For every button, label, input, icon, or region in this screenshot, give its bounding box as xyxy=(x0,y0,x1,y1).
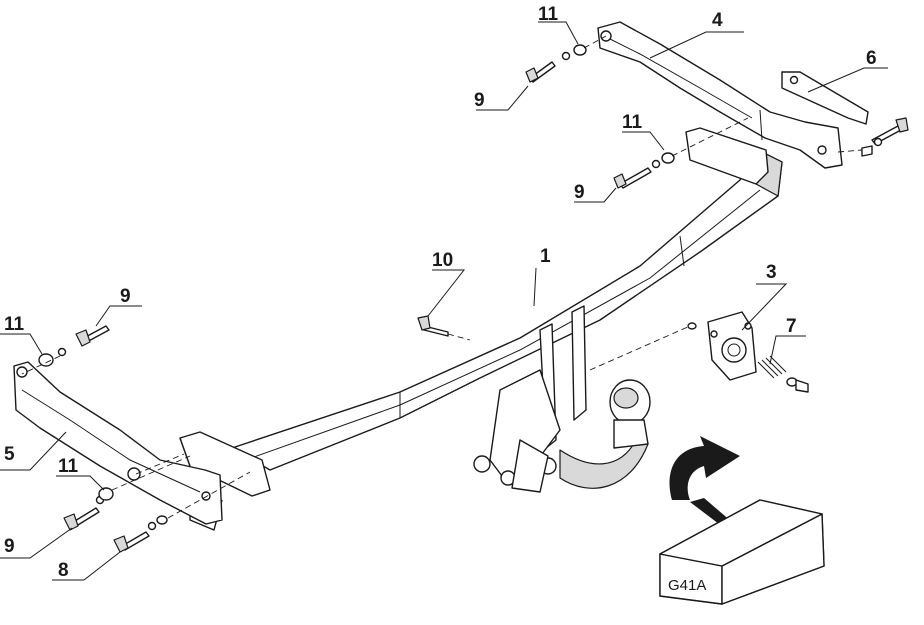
label-10: 10 xyxy=(432,250,453,271)
part-labels: 11 4 6 9 11 9 1 10 3 7 11 9 5 11 9 8 xyxy=(4,4,877,581)
right-bracket-part-4 xyxy=(597,21,843,169)
label-11-bottom: 11 xyxy=(58,456,79,477)
label-9-bottom: 9 xyxy=(4,536,15,557)
label-9-left: 9 xyxy=(120,286,131,307)
label-11-mid: 11 xyxy=(622,112,643,133)
label-11-top: 11 xyxy=(538,4,559,25)
product-code-box: G41A xyxy=(659,499,825,605)
label-1: 1 xyxy=(540,246,551,267)
label-7: 7 xyxy=(786,316,797,337)
label-9-top: 9 xyxy=(474,90,485,111)
product-code: G41A xyxy=(668,577,706,594)
ball-neck-assembly xyxy=(473,305,651,493)
leader-lines xyxy=(0,21,888,581)
label-4: 4 xyxy=(712,10,723,31)
label-11-left: 11 xyxy=(4,314,25,335)
alignment-lines xyxy=(21,35,863,519)
label-9-mid: 9 xyxy=(574,182,585,203)
left-bracket-part-5 xyxy=(13,361,223,525)
socket-plate-part-3 xyxy=(707,311,757,381)
bolts xyxy=(38,44,909,553)
plate-part-6 xyxy=(781,71,869,125)
label-8: 8 xyxy=(58,560,69,581)
spring-part-7 xyxy=(687,322,809,393)
label-3: 3 xyxy=(766,262,777,283)
label-5: 5 xyxy=(4,444,15,465)
label-6: 6 xyxy=(866,48,877,69)
